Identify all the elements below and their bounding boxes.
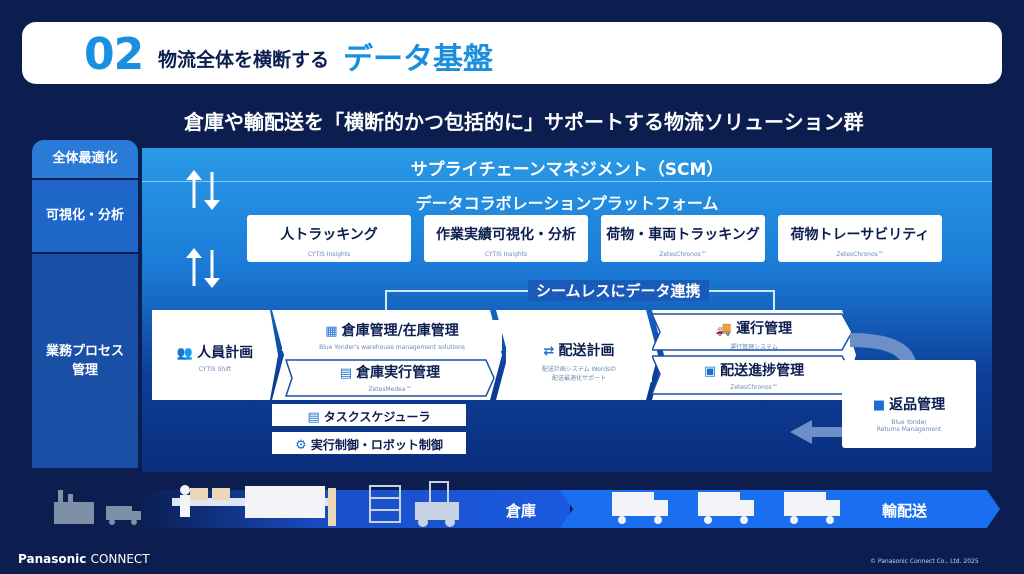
subtitle: 倉庫や輸配送を「横断的かつ包括的に」サポートする物流ソリューション群 (184, 110, 864, 134)
route-icon: ⇄ (543, 344, 555, 359)
header-bar (22, 22, 1002, 84)
tier-label: 可視化・分析 (45, 208, 124, 224)
warehouse-band (140, 490, 570, 528)
tier-visualization: 可視化・分析 (32, 180, 138, 252)
process-task-scheduler: ▤タスクスケジューラ (272, 404, 466, 426)
warehouse-icon: ▦ (325, 324, 338, 339)
copyright: © Panasonic Connect Co., Ltd. 2025 (870, 558, 979, 565)
clipboard-icon: ▣ (703, 364, 717, 379)
tier-label: 全体最適化 (52, 151, 118, 167)
tier-overall-optimization: 全体最適化 (32, 140, 138, 178)
tier-business-process: 業務プロセス管理 (32, 254, 138, 468)
process-delivery-planning: ⇄配送計画 配送計画システム Wordsの配送最適化サポート (506, 340, 652, 382)
section-number: 02 (84, 29, 144, 80)
process-operation-management: 🚚運行管理 運行管理システム (715, 321, 793, 351)
truck-icons (612, 492, 840, 524)
scm-layer: サプライチェーンマネジメント（SCM） (410, 160, 724, 180)
process-staff-planning: 👥人員計画 CYTIS Shift (160, 342, 270, 373)
people-icon: 👥 (176, 346, 194, 361)
inner-frames (284, 313, 853, 397)
warehouse-label: 倉庫 (506, 502, 537, 520)
seamless-label: シームレスにデータ連携 (528, 280, 709, 301)
warehouse-scene (172, 481, 459, 527)
box-icon: ■ (872, 398, 886, 413)
divider (142, 181, 992, 182)
page-title-part1: 物流全体を横断する (158, 49, 330, 71)
process-warehouse-management: ▦倉庫管理/在庫管理 Blue Yonder's warehouse manag… (282, 320, 502, 351)
process-delivery-progress: ▣配送進捗管理 ZetesChronos™ (703, 363, 805, 391)
tier-label: 業務プロセス管理 (45, 343, 124, 379)
process-warehouse-execution: ▤倉庫実行管理 ZetesMedea™ (339, 365, 441, 393)
document-icon: ▤ (339, 366, 353, 381)
up-down-arrows-icon (186, 248, 220, 288)
transport-label: 輸配送 (882, 502, 928, 520)
process-robot-control: ⚙実行制御・ロボット制御 (272, 432, 466, 454)
company-logo: Panasonic CONNECT (18, 552, 150, 566)
schedule-icon: ▤ (307, 410, 320, 425)
page-title-part2: データ基盤 (343, 42, 493, 77)
robot-icon: ⚙ (295, 438, 307, 453)
platform-layer: データコラボレーションプラットフォーム (415, 194, 719, 213)
truck-icon: 🚚 (715, 322, 733, 337)
factory-icon (54, 490, 141, 525)
up-down-arrows-icon (186, 170, 220, 210)
